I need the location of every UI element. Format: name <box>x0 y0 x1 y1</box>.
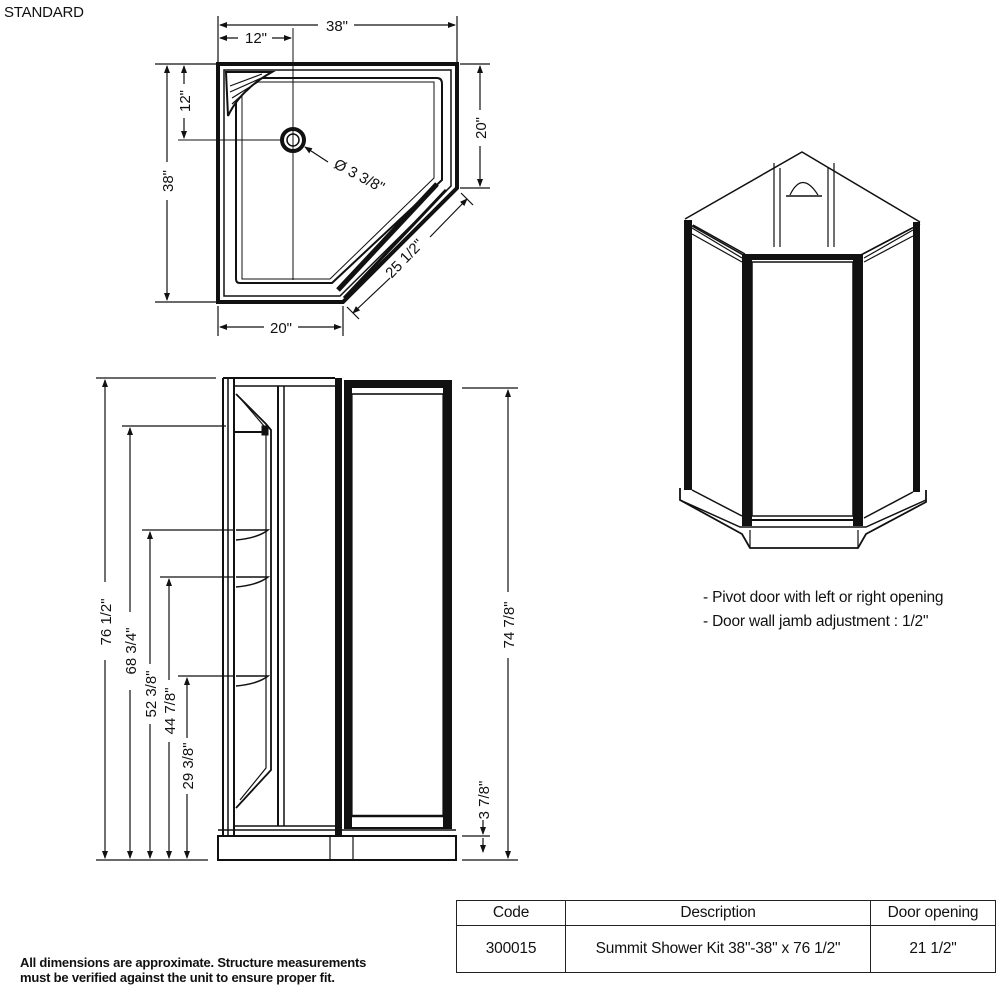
spec-table: Code Description Door opening 300015 Sum… <box>456 900 996 973</box>
disclaimer: All dimensions are approximate. Structur… <box>20 955 366 985</box>
cell-code: 300015 <box>456 925 566 973</box>
dim-shelf-top: 68 3/4" <box>123 627 140 674</box>
header-door-opening: Door opening <box>870 900 996 926</box>
page-title: STANDARD <box>4 4 84 21</box>
dim-shelf-2: 52 3/8" <box>143 670 160 717</box>
dim-overall-width: 38" <box>326 18 348 35</box>
dim-drain-offset-x: 12" <box>245 30 267 47</box>
dim-shelf-3: 44 7/8" <box>162 687 179 734</box>
dim-overall-depth: 38" <box>160 170 177 192</box>
elevation-dimension-labels: 76 1/2" 68 3/4" 52 3/8" 44 7/8" 29 3/8" … <box>98 598 518 819</box>
isometric-view <box>679 151 927 549</box>
dim-bottom-return: 20" <box>270 320 292 337</box>
dim-drain-diameter: Ø 3 3/8" <box>331 156 387 197</box>
feature-notes: - Pivot door with left or right opening … <box>703 586 944 634</box>
plan-dimensions <box>155 16 490 336</box>
plan-view <box>178 28 459 304</box>
elevation-dimensions <box>96 377 518 861</box>
disclaimer-line-1: All dimensions are approximate. Structur… <box>20 955 367 970</box>
elevation-view <box>217 377 457 861</box>
header-description: Description <box>565 900 871 926</box>
note-pivot-door: - Pivot door with left or right opening <box>703 589 944 606</box>
cell-description: Summit Shower Kit 38"-38" x 76 1/2" <box>565 925 871 973</box>
table-row: 300015 Summit Shower Kit 38"-38" x 76 1/… <box>456 925 996 973</box>
disclaimer-line-2: must be verified against the unit to ens… <box>20 970 335 985</box>
dim-door-height: 74 7/8" <box>501 601 518 648</box>
dim-drain-offset-y: 12" <box>177 90 194 112</box>
dim-shelf-4: 29 3/8" <box>180 742 197 789</box>
dim-base-height: 3 7/8" <box>476 781 493 820</box>
spec-table-header: Code Description Door opening <box>456 900 996 926</box>
header-code: Code <box>456 900 566 926</box>
dim-overall-height: 76 1/2" <box>98 598 115 645</box>
cell-door-opening: 21 1/2" <box>870 925 996 973</box>
dim-right-return: 20" <box>473 117 490 139</box>
note-jamb-adjustment: - Door wall jamb adjustment : 1/2" <box>703 613 929 630</box>
